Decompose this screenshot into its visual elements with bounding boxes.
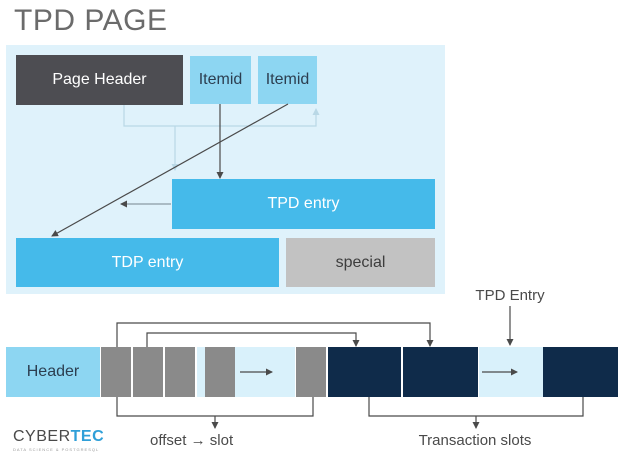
logo-tagline: DATA SCIENCE & POSTGRESQL bbox=[13, 447, 100, 452]
special-block: special bbox=[286, 238, 435, 287]
offset-slot-label: offset → slot bbox=[150, 432, 233, 449]
offset-slot-cell-5 bbox=[296, 347, 326, 397]
offset-slot-cell-3 bbox=[165, 347, 195, 397]
tpd-entry-label: TPD Entry bbox=[475, 287, 545, 304]
offset-word: offset bbox=[150, 432, 187, 449]
transaction-slot-3 bbox=[543, 347, 618, 397]
top-bracket-outer bbox=[116, 322, 434, 347]
transaction-slot-2 bbox=[403, 347, 478, 397]
transaction-bottom-bracket bbox=[368, 397, 584, 417]
logo-text-tec: TEC bbox=[70, 428, 105, 445]
arrow-right-icon: → bbox=[190, 432, 210, 449]
offset-slot-cell-2 bbox=[133, 347, 163, 397]
itemid-to-tdp-arrow bbox=[51, 103, 289, 237]
slot-word: slot bbox=[209, 432, 234, 449]
transaction-slot-1 bbox=[328, 347, 401, 397]
offset-slot-cell-1 bbox=[101, 347, 131, 397]
logo-text-cyber: CYBER bbox=[13, 428, 71, 445]
page-title: TPD PAGE bbox=[14, 4, 168, 37]
offset-slot-cell-4 bbox=[205, 347, 235, 397]
tpd-entry-block: TPD entry bbox=[172, 179, 435, 229]
tuple-header-cell: Header bbox=[6, 347, 100, 397]
transaction-slots-label: Transaction slots bbox=[418, 432, 532, 449]
itemid-block-1: Itemid bbox=[190, 56, 251, 104]
itemid-block-2: Itemid bbox=[258, 56, 317, 104]
page-header-block: Page Header bbox=[16, 55, 183, 105]
cybertec-logo: CYBERTEC bbox=[13, 428, 104, 446]
top-bracket-inner bbox=[146, 332, 360, 347]
tdp-entry-block: TDP entry bbox=[16, 238, 279, 287]
offset-bottom-bracket bbox=[116, 397, 314, 417]
